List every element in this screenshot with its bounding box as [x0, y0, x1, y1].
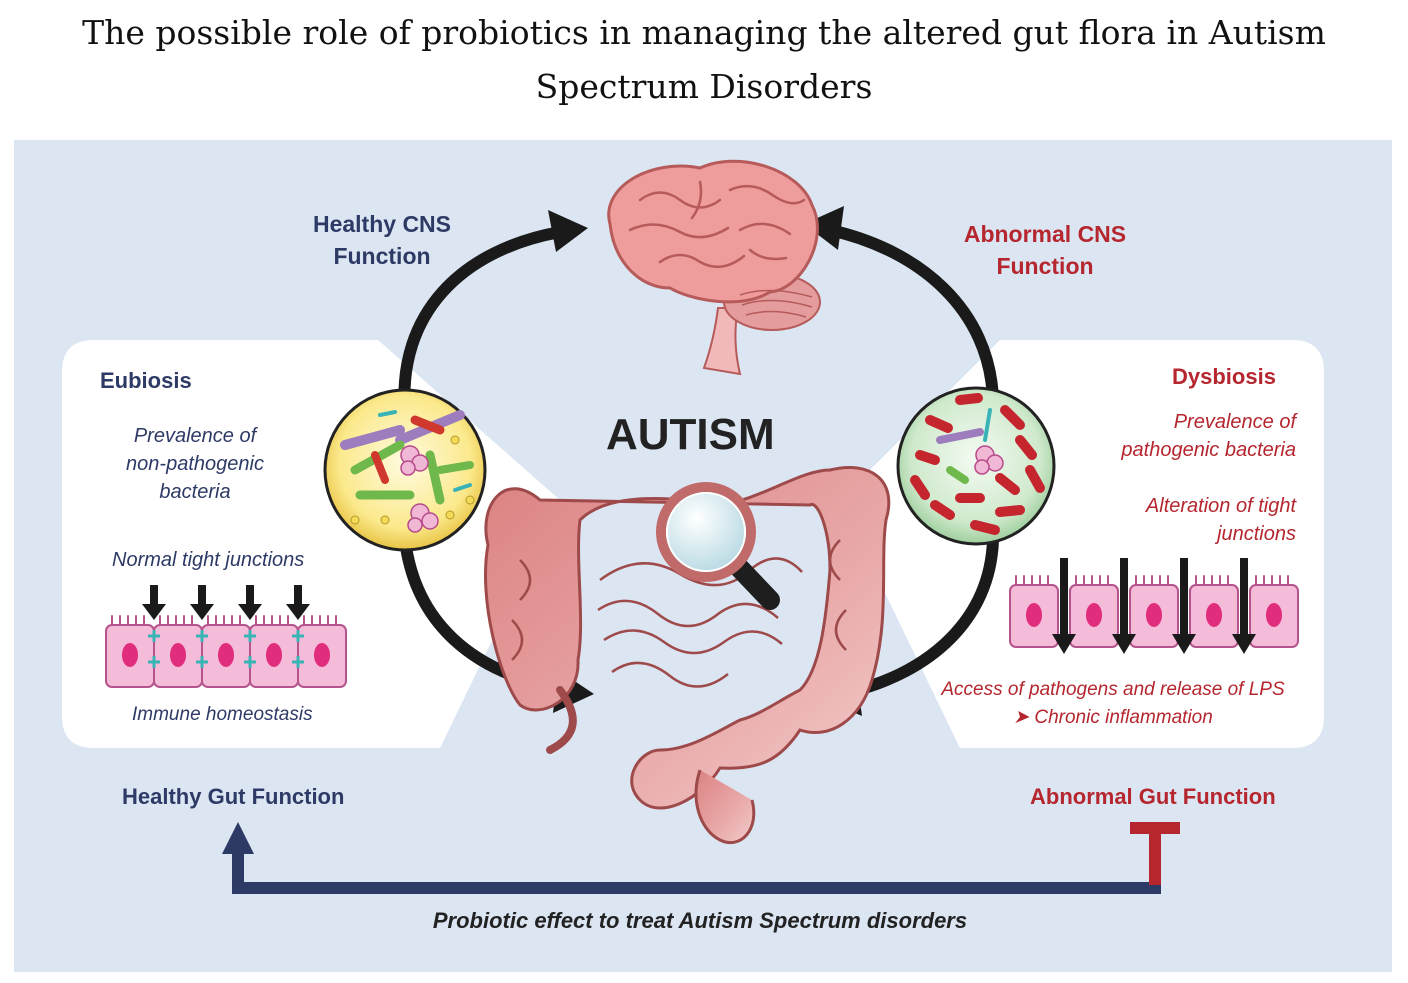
healthy-cns-line-1: Healthy CNS	[312, 211, 452, 237]
probiotic-feedback-arrow	[222, 822, 1180, 894]
magnifier-icon	[656, 482, 780, 610]
cycle-arrows	[398, 224, 999, 698]
abnormal-gut-label: Abnormal Gut Function	[1030, 784, 1276, 809]
path-prevalence-line-2: pathogenic bacteria	[1121, 439, 1296, 461]
title-line-1: The possible role of probiotics in manag…	[82, 13, 1326, 52]
brain-icon	[607, 159, 821, 376]
abnormal-cns-line-1: Abnormal CNS	[963, 221, 1127, 247]
immune-homeostasis-text: Immune homeostasis	[132, 704, 313, 725]
normal-junctions-text: Normal tight junctions	[112, 549, 305, 571]
eubiosis-bacteria-circle	[323, 388, 487, 552]
dysbiosis-heading: Dysbiosis	[1172, 364, 1276, 389]
inflammation-line: ➤ Chronic inflammation	[1013, 707, 1213, 728]
healthy-cns-label: Healthy CNS Function	[292, 208, 472, 272]
path-prevalence-line-1: Prevalence of	[1173, 411, 1296, 433]
non-pathogenic-prevalence-text: Prevalence of non-pathogenic bacteria	[100, 422, 290, 506]
prevalence-line-3: bacteria	[159, 481, 231, 503]
prevalence-line-1: Prevalence of	[133, 425, 257, 447]
healthy-epithelial-cells-icon	[105, 585, 347, 688]
access-line: Access of pathogens and release of LPS	[941, 679, 1285, 700]
eubiosis-heading: Eubiosis	[100, 368, 192, 393]
junction-alteration-text: Alteration of tight junctions	[1100, 492, 1296, 548]
healthy-gut-label: Healthy Gut Function	[122, 784, 345, 809]
abnormal-cns-line-2: Function	[996, 253, 1094, 279]
pathogenic-prevalence-text: Prevalence of pathogenic bacteria	[1100, 408, 1296, 464]
alteration-line-2: junctions	[1217, 523, 1296, 545]
autism-label: AUTISM	[606, 410, 775, 459]
prevalence-line-2: non-pathogenic	[126, 453, 264, 475]
title-line-2: Spectrum Disorders	[535, 67, 873, 106]
pathogen-access-text: Access of pathogens and release of LPS ➤…	[918, 676, 1308, 732]
dysbiosis-bacteria-circle	[896, 386, 1056, 546]
abnormal-cns-label: Abnormal CNS Function	[940, 218, 1150, 282]
figure-title: The possible role of probiotics in manag…	[0, 6, 1408, 114]
alteration-line-1: Alteration of tight	[1145, 495, 1296, 517]
probiotic-effect-caption: Probiotic effect to treat Autism Spectru…	[432, 908, 968, 933]
intestine-icon	[484, 465, 891, 845]
altered-epithelial-cells-icon	[1009, 558, 1299, 654]
healthy-cns-line-2: Function	[333, 243, 431, 269]
